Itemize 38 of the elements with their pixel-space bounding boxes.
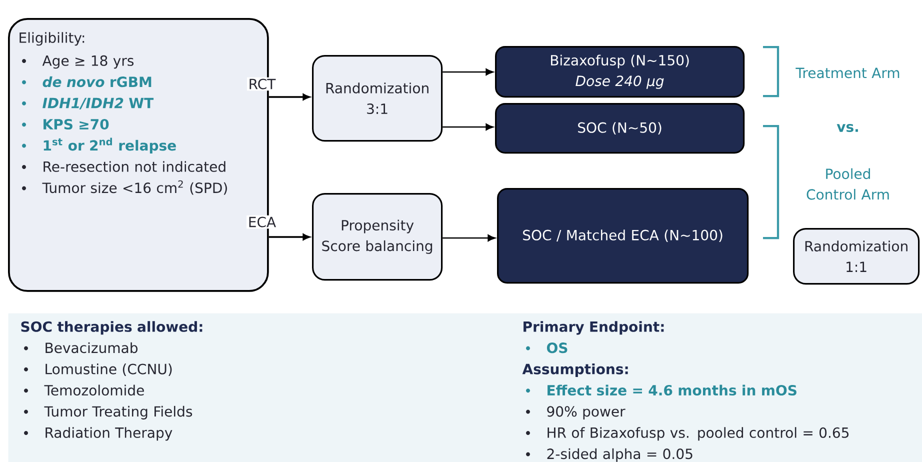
- arm-label: vs.: [836, 124, 858, 132]
- arrow: [442, 124, 494, 130]
- arm-box: SOC / Matched ECA (N~100): [497, 188, 749, 284]
- list-item: 1$^{st}$ or 2$^{nd}$ relapse: [22, 138, 176, 154]
- arrow: [442, 234, 496, 242]
- list-item: Temozolomide: [24, 384, 144, 396]
- arm-label: Pooled Control Arm: [806, 168, 889, 200]
- info-panel: [8, 313, 922, 462]
- arrow: [268, 234, 310, 240]
- list-item: de novo rGBM: [22, 76, 152, 88]
- list-item: KPS ≥70: [22, 118, 109, 130]
- list-item: Tumor size <16 cm$^{2}$ (SPD): [22, 180, 227, 195]
- list-heading: Eligibility:: [20, 32, 84, 46]
- list-item: Bevacizumab: [24, 342, 138, 354]
- arm-label: Treatment Arm: [796, 68, 900, 78]
- edge-label: ECA: [249, 216, 276, 228]
- list-item: Age ≥ 18 yrs: [22, 55, 134, 69]
- list-item: Re-resection not indicated: [22, 161, 226, 172]
- process-box: Randomization 1:1: [793, 228, 920, 285]
- list-item: Tumor Treating Fields: [24, 406, 192, 420]
- list-item: HR of Bizaxofusp vs. pooled control = 0.65: [526, 427, 849, 441]
- list-item: 90% power: [526, 406, 626, 420]
- list-heading: Primary Endpoint:: [524, 321, 664, 335]
- list-heading: SOC therapies allowed:: [21, 321, 202, 335]
- list-item: Lomustine (CCNU): [24, 364, 172, 376]
- arm-box: Bizaxofusp (N~150) Dose 240 µg: [495, 46, 745, 98]
- process-box: Randomization 3:1: [312, 55, 443, 142]
- process-box: Propensity Score balancing: [312, 193, 443, 281]
- arrow: [268, 94, 310, 100]
- list-item: OS: [526, 342, 568, 354]
- list-heading: Assumptions:: [522, 364, 628, 378]
- arrow: [442, 68, 494, 76]
- edge-label: RCT: [250, 78, 276, 90]
- arm-box: SOC (N~50): [495, 103, 745, 154]
- list-item: 2-sided alpha = 0.05: [526, 448, 692, 462]
- list-item: Effect size = 4.6 months in mOS: [526, 384, 796, 396]
- list-item: IDH1/IDH2 WT: [22, 98, 154, 110]
- list-item: Radiation Therapy: [24, 427, 172, 441]
